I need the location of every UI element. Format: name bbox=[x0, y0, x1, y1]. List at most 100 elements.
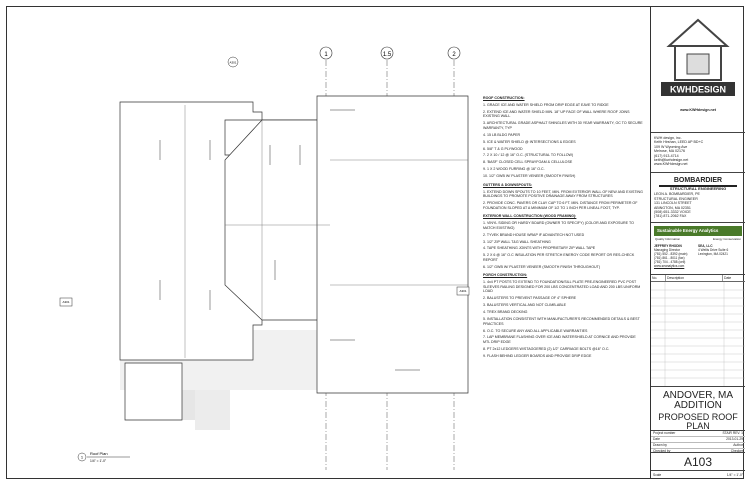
view-title: 1 Roof Plan 1/4" = 1'-0" bbox=[77, 451, 130, 463]
energy-brand: Sustainable Energy Analytics bbox=[654, 226, 742, 237]
note-item: 3. 1/2" ZIP WALL T&G WALL SHEATHING bbox=[483, 239, 551, 244]
note-item: 5. 2 X 6 @ 16" O.C INSULATION PER STRETC… bbox=[483, 253, 635, 262]
revision-header-no: No. bbox=[652, 276, 658, 280]
architect-line: 109 W Wyoming Ave bbox=[654, 144, 688, 149]
view-title-text: Roof Plan bbox=[90, 451, 108, 456]
note-item: 2. BALUSTERS TO PREVENT PASSAGE OF 4" SP… bbox=[483, 296, 577, 301]
sheet-number: A103 bbox=[683, 455, 713, 469]
note-item: 5. ICE & WATER SHIELD @ INTERSECTIONS & … bbox=[483, 139, 576, 144]
date-value: 2013-01-29 bbox=[726, 437, 743, 441]
note-item: 10. 1/2" GWB W/ PLASTER VENEER (SMOOTH F… bbox=[483, 174, 576, 179]
note-item: 1. VINYL SIDING OR HARDY BOARD (OWNER TO… bbox=[483, 221, 634, 230]
architect-info: KWH design, inc. Keith Hirshan, LEED AP … bbox=[651, 133, 745, 173]
engineer-line: STRUCTURAL ENGINEER bbox=[654, 196, 698, 201]
field-label: Date bbox=[653, 437, 660, 441]
engineer-line: LEON A. BOMBARDIER, PE bbox=[654, 192, 700, 197]
grid-bubbles: 1 1.5 2 bbox=[319, 46, 461, 60]
architect-line: (617) 913-4714 bbox=[654, 153, 679, 158]
architect-logo-box: KWHDESIGN www.KWHdesign.net bbox=[651, 6, 745, 133]
roof-outline bbox=[119, 95, 469, 421]
note-item: 8. PT 2x12 LEDGERS W/STAGGERED (2) 1/2" … bbox=[483, 346, 610, 351]
note-item: 5. INSTALLATION CONSISTENT WITH MANUFACT… bbox=[483, 317, 640, 326]
grid-label-2: 2 bbox=[452, 52, 456, 58]
scale-box: Scale 1/4" = 1'-0" bbox=[651, 471, 745, 479]
note-item: 6. 1/2" GWB W/ PLASTER VENEER (SMOOTH FI… bbox=[483, 264, 601, 269]
checked-by-value: Checker bbox=[730, 449, 743, 453]
svg-text:A301: A301 bbox=[229, 61, 236, 65]
scale-value: 1/4" = 1'-0" bbox=[726, 473, 743, 477]
porch-roof bbox=[124, 362, 183, 421]
engineer-brand-bar bbox=[659, 185, 737, 187]
project-number-value: STAIR REV. 1 bbox=[722, 431, 743, 435]
energy-contact-line: SEA, LLC bbox=[698, 243, 713, 248]
note-item: 4. 15 LB BLDG PAPER bbox=[483, 132, 521, 137]
note-item: 1. EXTEND DOWN SPOUTS TO 10 FEET, MIN. F… bbox=[483, 189, 643, 199]
note-item: 9. FLASH BEHIND LEDGER BOARDS AND PROVID… bbox=[483, 353, 592, 358]
architect-line: Keith Hirshan, LEED AP BD+C bbox=[654, 140, 704, 145]
note-item: 6. O.C. TO SECURE ANY AND ALL APPLICABLE… bbox=[483, 328, 588, 333]
field-label: Drawn by bbox=[653, 443, 667, 447]
kwh-logo: KWHDESIGN bbox=[661, 18, 735, 96]
construction-notes: ROOF CONSTRUCTION: 1. GRACE ICE AND WATE… bbox=[483, 92, 643, 358]
note-item: 2. TYVEK BRAND HOUSE WRAP IF ADVANTECH N… bbox=[483, 232, 585, 237]
note-item: 3. ARCHITECTURAL GRADE ASPHALT SHINGLES … bbox=[483, 121, 643, 130]
note-item: 4. TREX BRAND DECKING bbox=[483, 310, 528, 315]
svg-text:A301: A301 bbox=[62, 300, 69, 304]
energy-contact-line: (781) 704 - 4788 (cell) bbox=[654, 259, 686, 264]
note-item: 4. TAPE SHEATHING JOINTS WITH PROPRIETAR… bbox=[483, 246, 596, 251]
revision-header-date: Date bbox=[722, 275, 745, 282]
note-item: 2. PROVIDE CONC. PAVERS OR CLAY CAP TO 6… bbox=[483, 201, 638, 210]
energy-contact-line: Managing Director bbox=[654, 247, 681, 252]
architect-line: keith@kwhdesign.net bbox=[654, 158, 689, 163]
engineer-line: 131 LINCOLN STREET bbox=[654, 201, 692, 206]
revision-rows bbox=[651, 282, 745, 387]
right-roof bbox=[316, 95, 469, 394]
revision-table: No. Description Date bbox=[651, 275, 745, 387]
engineer-line: ABINGTON, MA 02351 bbox=[654, 205, 691, 210]
note-item: 6. 5/8" T & G PLYWOOD bbox=[483, 146, 523, 151]
note-item: 7. LAP MEMBRANE FLASHING OVER ICE AND WA… bbox=[483, 335, 636, 344]
view-scale: 1/4" = 1'-0" bbox=[90, 459, 107, 463]
gutters-heading: GUTTERS & DOWNSPOUTS: bbox=[483, 182, 533, 187]
revision-header-description: Description bbox=[665, 275, 722, 282]
project-scope: ADDITION bbox=[674, 400, 722, 411]
hip-roof bbox=[224, 119, 331, 321]
energy-contact-line: 4 Wellis Drive Suite 6 bbox=[698, 247, 729, 252]
project-fields: Project number STAIR REV. 1 Date 2013-01… bbox=[651, 431, 745, 453]
elevation-marker-left[interactable]: A301 bbox=[59, 297, 73, 307]
project-title-box: ANDOVER, MA ADDITION PROPOSED ROOF PLAN bbox=[651, 387, 745, 431]
scale-label: Scale bbox=[653, 473, 662, 477]
drawn-by-value: Author bbox=[733, 443, 743, 447]
porch-heading: PORCH CONSTRUCTION: bbox=[483, 273, 528, 278]
section-marker-top[interactable]: A301 bbox=[227, 56, 239, 68]
drawing-sheet bbox=[6, 6, 744, 479]
energy-contact-line: (781) 861 - 8011 (fax) bbox=[654, 255, 685, 260]
engineer-line: (508) 651-3332 VOICE bbox=[654, 210, 691, 215]
note-item: 3. BALUSTERS VERTICAL AND NOT CLIMB-ABLE bbox=[483, 303, 567, 308]
svg-text:A301: A301 bbox=[459, 289, 466, 293]
elevation-marker-right[interactable]: A301 bbox=[456, 286, 470, 296]
energy-contact-line: (781) 552 - 8392 (main) bbox=[654, 251, 688, 256]
roof-construction-heading: ROOF CONSTRUCTION: bbox=[483, 96, 525, 100]
architect-line: www.KWHdesign.net bbox=[654, 162, 688, 167]
architect-line: Melrose, MA 02176 bbox=[654, 149, 685, 154]
project-city: ANDOVER, MA bbox=[662, 390, 733, 401]
energy-contact-line: Lexington, MA 02421 bbox=[698, 251, 728, 256]
exterior-wall-heading: EXTERIOR WALL CONSTRUCTION (WOOD FRAMING… bbox=[483, 214, 577, 219]
view-number: 1 bbox=[81, 455, 84, 460]
engineer-sub: STRUCTURAL ENGINEERING bbox=[669, 186, 727, 191]
logo-text: KWHDESIGN bbox=[670, 85, 726, 95]
architect-line: KWH design, inc. bbox=[654, 136, 682, 140]
note-item: 7. 2 X 10 / 12 @ 16" O.C. (STRUCTURAL TO… bbox=[483, 153, 574, 158]
slope-arrows bbox=[159, 109, 420, 371]
website-label: www.KWHdesign.net bbox=[680, 108, 716, 113]
note-item: 1. GRACE ICE AND WATER SHIELD FROM DRIP … bbox=[483, 102, 609, 107]
note-item: 8. 'BASF' CLOSED CELL SPRAYFOAM & CELLUL… bbox=[483, 160, 573, 165]
engineer-brand: BOMBARDIER bbox=[673, 177, 723, 184]
energy-tagline: Energy Conservation bbox=[712, 237, 741, 242]
engineer-info: BOMBARDIER STRUCTURAL ENGINEERING LEON A… bbox=[651, 173, 745, 223]
energy-tagline: Quality Information bbox=[655, 237, 681, 242]
energy-contact-line: JEFFREY RHODIN bbox=[654, 243, 682, 248]
roof-plan-drawing: 1 1.5 2 A301 A301 A3 bbox=[59, 46, 470, 470]
sheet-number-box: A103 bbox=[651, 453, 745, 471]
